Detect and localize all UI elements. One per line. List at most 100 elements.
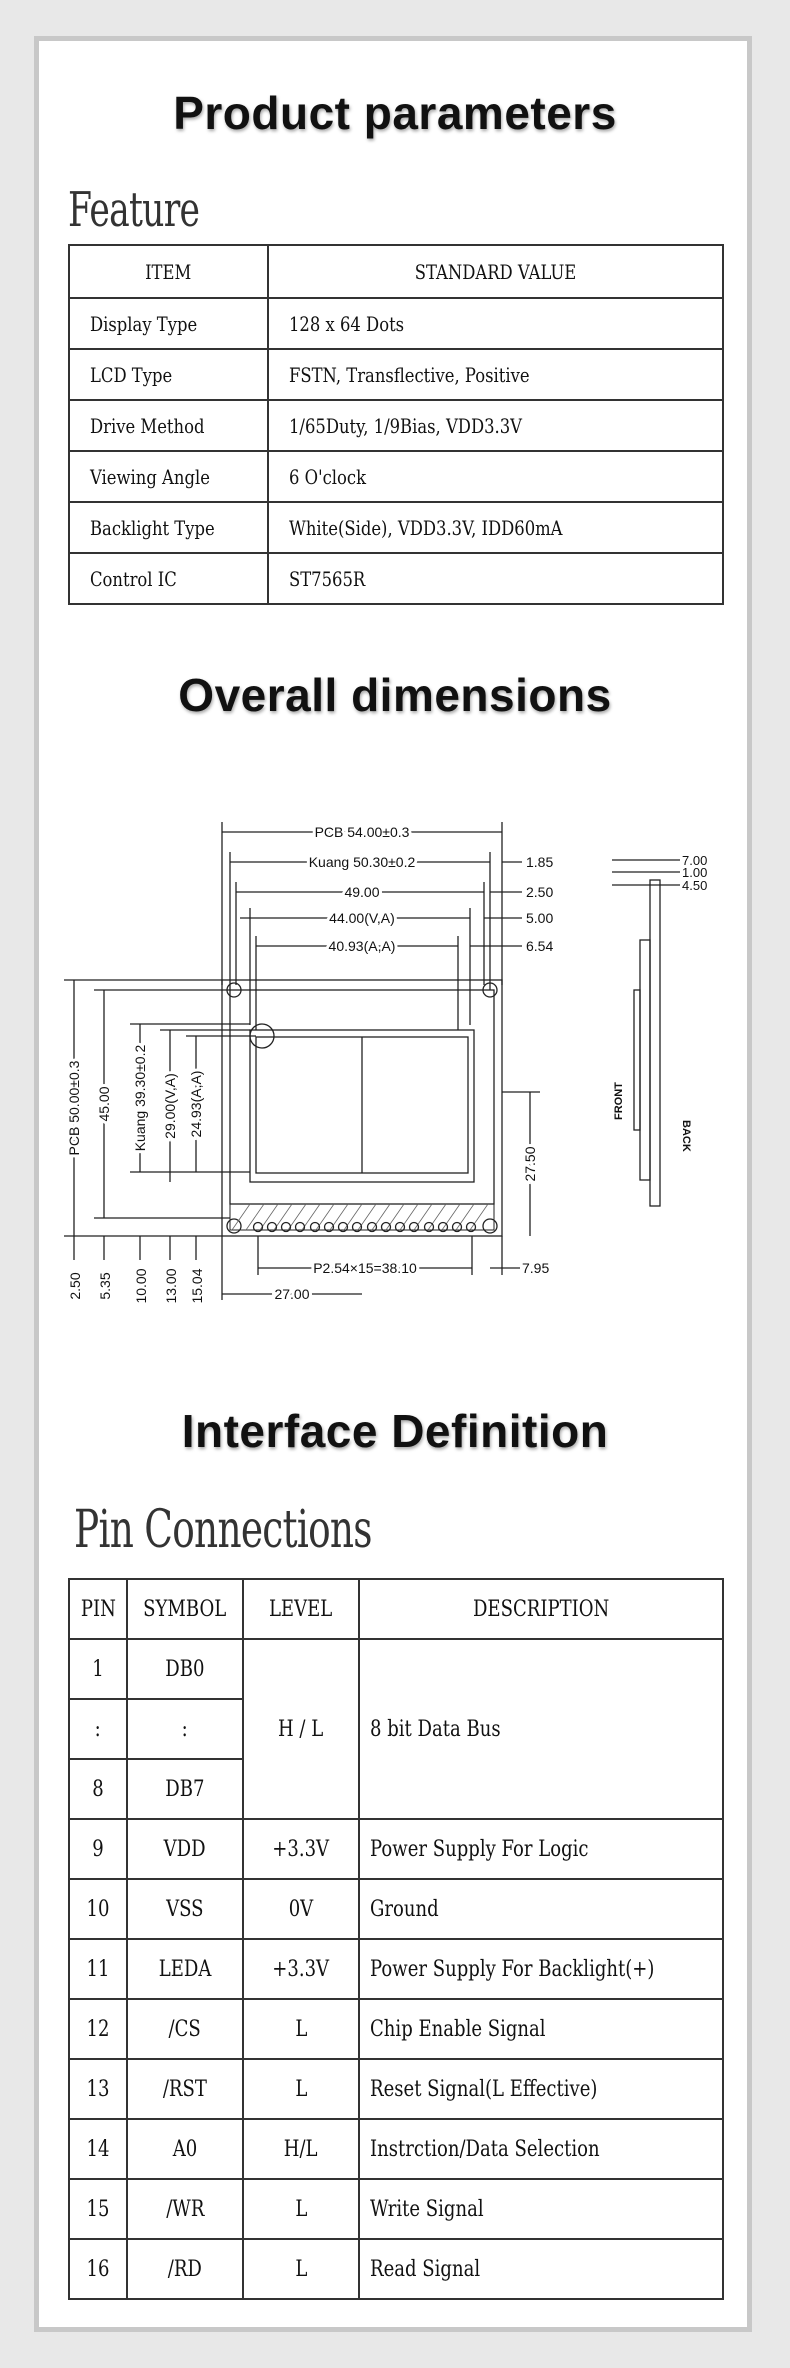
pin-number: 12	[68, 1998, 128, 2060]
pin-level: L	[242, 1998, 360, 2060]
dim-2-50: 2.50	[526, 884, 553, 900]
dim-27-00: 27.00	[274, 1286, 309, 1302]
pin-symbol: VDD	[126, 1818, 244, 1880]
dim-5-00: 5.00	[526, 910, 553, 926]
pin-header-row: PIN SYMBOL LEVEL DESCRIPTION	[68, 1578, 724, 1640]
dim-pcb-height: PCB 50.00±0.3	[66, 1060, 82, 1155]
feature-value: FSTN, Transflective, Positive	[267, 348, 724, 401]
pin-number: 1	[68, 1638, 128, 1700]
pin-connections-title: Pin Connections	[74, 1500, 373, 1560]
pin-level: 0V	[242, 1878, 360, 1940]
dim-1-85: 1.85	[526, 854, 553, 870]
pin-header-symbol: SYMBOL	[126, 1578, 244, 1640]
side-front-label: FRONT	[613, 1082, 625, 1120]
pin-level: L	[242, 2238, 360, 2300]
pin-number: 8	[68, 1758, 128, 1820]
dim-49: 49.00	[344, 884, 379, 900]
pin-description: 8 bit Data Bus	[358, 1638, 724, 1820]
dim-kuang-width: Kuang 50.30±0.2	[309, 854, 416, 870]
pin-symbol: :	[126, 1698, 244, 1760]
pin-description: Ground	[358, 1878, 724, 1940]
dimension-drawing: PCB 54.00±0.3 Kuang 50.30±0.2 49.00 44.0…	[63, 821, 707, 1305]
pin-level: L	[242, 2058, 360, 2120]
pin-description: Read Signal	[358, 2238, 724, 2300]
pin-description: Instrction/Data Selection	[358, 2118, 724, 2180]
feature-item: Viewing Angle	[68, 450, 269, 503]
pin-symbol: /CS	[126, 1998, 244, 2060]
feature-item: Backlight Type	[68, 501, 269, 554]
pin-symbol: /RST	[126, 2058, 244, 2120]
pin-level: H / L	[242, 1638, 360, 1820]
feature-value: 6 O'clock	[267, 450, 724, 503]
pin-symbol: DB7	[126, 1758, 244, 1820]
pin-description: Write Signal	[358, 2178, 724, 2240]
dim-va-width: 44.00(V,A)	[329, 910, 395, 926]
feature-header-value: STANDARD VALUE	[267, 244, 724, 299]
dim-aa-height: 24.93(A,A)	[188, 1071, 204, 1138]
pin-number: 11	[68, 1938, 128, 2000]
pin-level: +3.3V	[242, 1938, 360, 2000]
interface-definition-heading: Interface Definition	[181, 1405, 609, 1457]
dim-left-13-00: 13.00	[163, 1268, 179, 1303]
dim-left-2-50: 2.50	[67, 1272, 83, 1299]
pin-row: ::	[68, 1698, 723, 1760]
dim-left-15-04: 15.04	[189, 1268, 205, 1303]
pin-number: 14	[68, 2118, 128, 2180]
pin-number: :	[68, 1698, 128, 1760]
pin-level: H/L	[242, 2118, 360, 2180]
dim-left-10-00: 10.00	[133, 1268, 149, 1303]
dim-va-height: 29.00(V,A)	[162, 1073, 178, 1139]
pin-symbol: A0	[126, 2118, 244, 2180]
dim-kuang-height: Kuang 39.30±0.2	[132, 1045, 148, 1152]
pin-number: 9	[68, 1818, 128, 1880]
dim-7-95: 7.95	[522, 1260, 549, 1276]
pin-header-pin: PIN	[68, 1578, 128, 1640]
pin-description: Chip Enable Signal	[358, 1998, 724, 2060]
side-back-label: BACK	[680, 1120, 692, 1152]
dim-left-5-35: 5.35	[97, 1272, 113, 1299]
feature-value: White(Side), VDD3.3V, IDD60mA	[267, 501, 724, 554]
pin-number: 16	[68, 2238, 128, 2300]
pin-number: 10	[68, 1878, 128, 1940]
dim-6-54: 6.54	[526, 938, 553, 954]
feature-item: LCD Type	[68, 348, 269, 401]
dim-45: 45.00	[96, 1086, 112, 1121]
pin-symbol: /RD	[126, 2238, 244, 2300]
pin-number: 15	[68, 2178, 128, 2240]
feature-value: 1/65Duty, 1/9Bias, VDD3.3V	[267, 399, 724, 452]
dim-pcb-width: PCB 54.00±0.3	[315, 824, 410, 840]
feature-value: ST7565R	[267, 552, 724, 605]
pin-level: L	[242, 2178, 360, 2240]
pin-level: +3.3V	[242, 1818, 360, 1880]
feature-item: Drive Method	[68, 399, 269, 452]
feature-header-row: ITEM STANDARD VALUE	[68, 244, 724, 299]
feature-item: Display Type	[68, 297, 269, 350]
pin-header-level: LEVEL	[242, 1578, 360, 1640]
pin-description: Reset Signal(L Effective)	[358, 2058, 724, 2120]
dim-side-4-50: 4.50	[682, 878, 707, 893]
overall-dimensions-heading: Overall dimensions	[178, 669, 612, 721]
pin-number: 13	[68, 2058, 128, 2120]
product-parameters-heading: Product parameters	[173, 87, 617, 139]
feature-header-item: ITEM	[68, 244, 269, 299]
pin-header-description: DESCRIPTION	[358, 1578, 724, 1640]
dim-side-7-00: 7.00	[682, 853, 707, 868]
feature-item: Control IC	[68, 552, 269, 605]
